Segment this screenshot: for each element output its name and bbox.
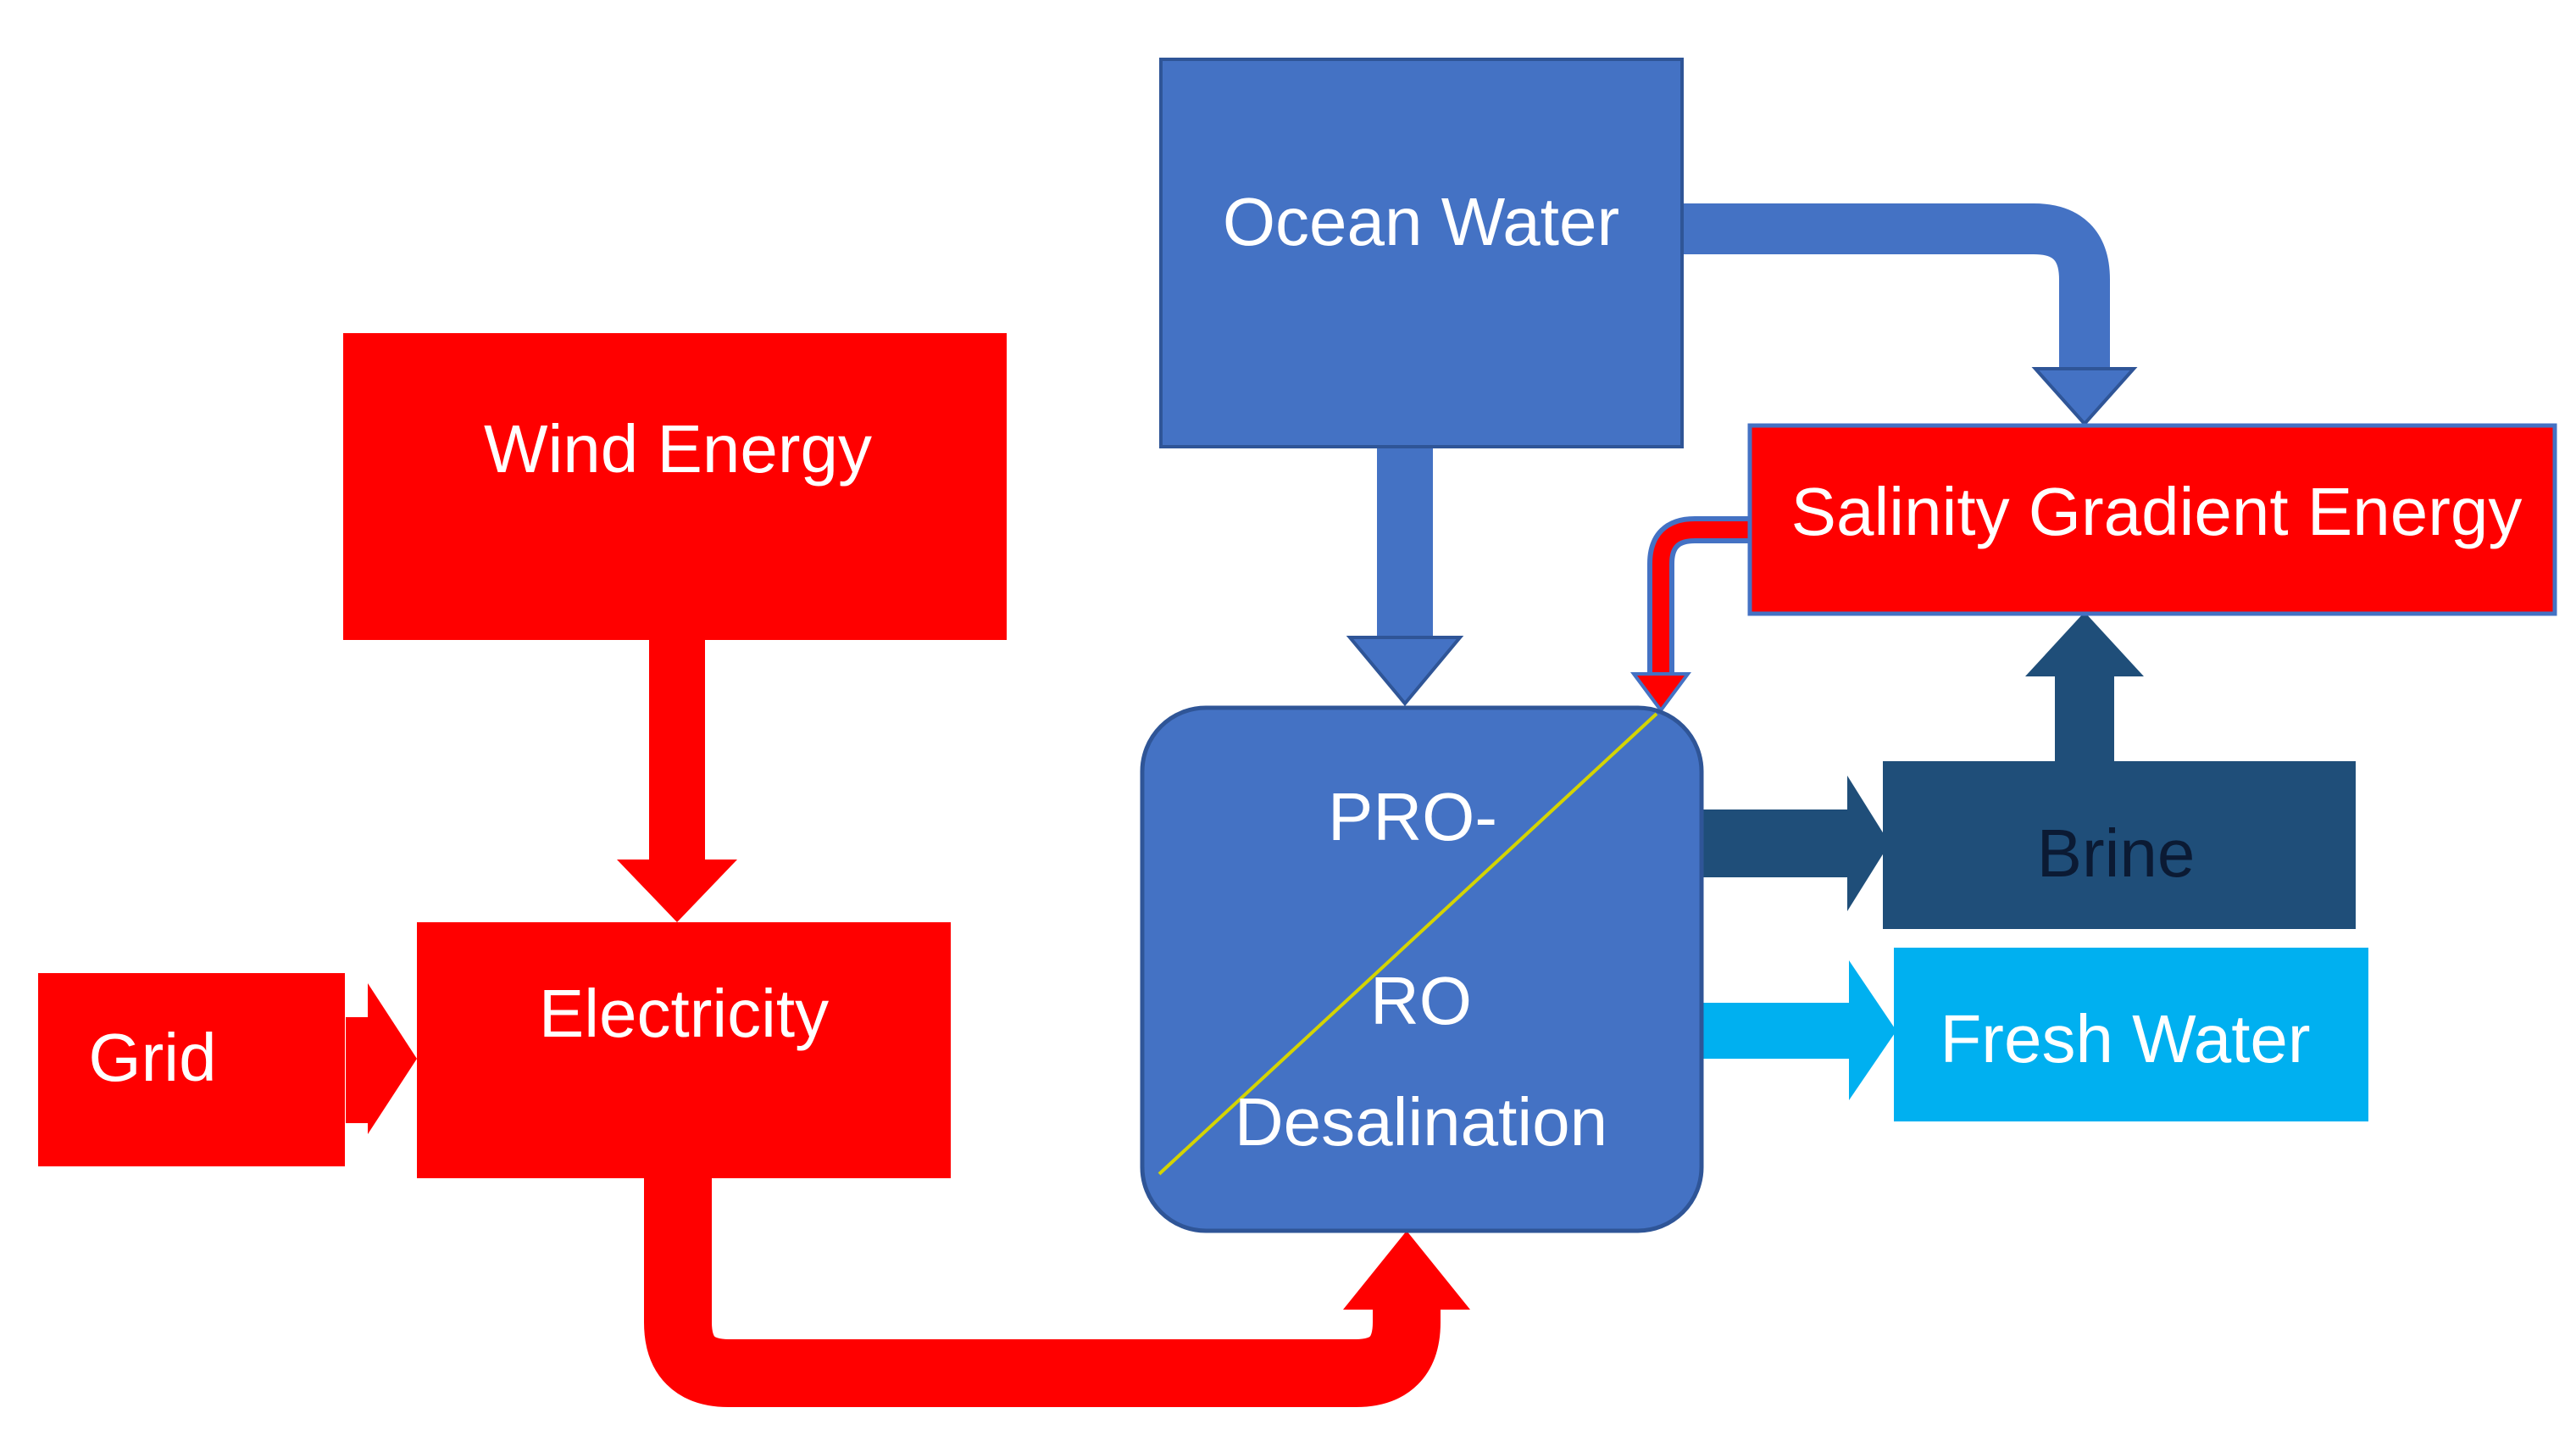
ocean-to-salinity-arrow [1682, 203, 2138, 427]
fresh-water-node: Fresh Water [1894, 948, 2368, 1121]
ocean-water-label: Ocean Water [1223, 184, 1619, 259]
fresh-water-label: Fresh Water [1940, 1001, 2310, 1077]
pro-ro-divider-line [1158, 712, 1658, 1176]
desalination-label-bottom: Desalination [1235, 1084, 1607, 1160]
wind-energy-label: Wind Energy [484, 411, 872, 487]
desalination-node: PRO- RO Desalination [1140, 705, 1704, 1233]
ocean-to-desalination-arrow [1346, 447, 1464, 707]
ocean-water-node: Ocean Water [1159, 58, 1684, 448]
brine-label: Brine [2037, 815, 2196, 891]
grid-node: Grid [38, 973, 345, 1166]
brine-to-salinity-arrow [2025, 612, 2144, 763]
electricity-to-desalination-arrow [644, 1178, 1470, 1407]
wind-energy-node: Wind Energy [343, 333, 1007, 640]
desalination-to-brine-arrow [1702, 776, 1890, 911]
desalination-label-top: PRO- [1328, 779, 1497, 854]
grid-label: Grid [88, 1020, 216, 1095]
electricity-label: Electricity [539, 976, 829, 1051]
salinity-to-desalination-arrow [1630, 516, 1750, 714]
wind-to-electricity-arrow [617, 639, 737, 922]
desalination-label-middle: RO [1370, 963, 1472, 1038]
grid-to-electricity-arrow [346, 983, 417, 1134]
brine-node: Brine [1883, 761, 2356, 929]
desalination-to-fresh-water-arrow [1702, 960, 1896, 1100]
salinity-gradient-energy-node: Salinity Gradient Energy [1747, 423, 2557, 616]
salinity-gradient-energy-label: Salinity Gradient Energy [1791, 474, 2523, 549]
electricity-node: Electricity [417, 922, 951, 1178]
